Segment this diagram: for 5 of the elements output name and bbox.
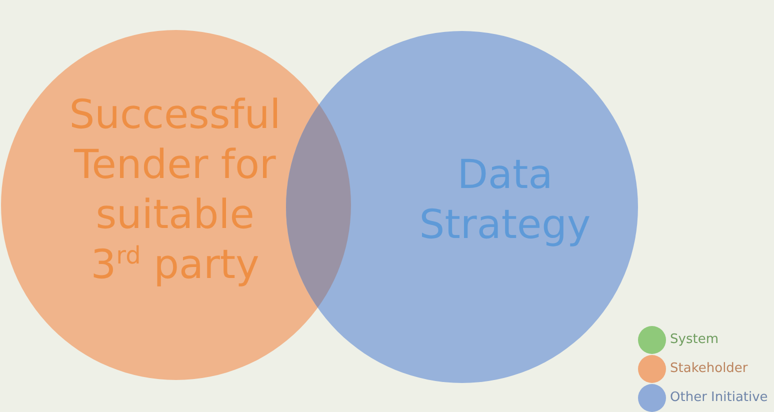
circle-label: Data Strategy: [418, 151, 592, 250]
legend-label: Stakeholder: [670, 361, 748, 376]
legend-label: System: [670, 332, 718, 347]
legend-label: Other Initiative: [670, 390, 768, 405]
circle-label: Successful Tender for suitable 3$^{rd}$ party: [68, 91, 282, 290]
